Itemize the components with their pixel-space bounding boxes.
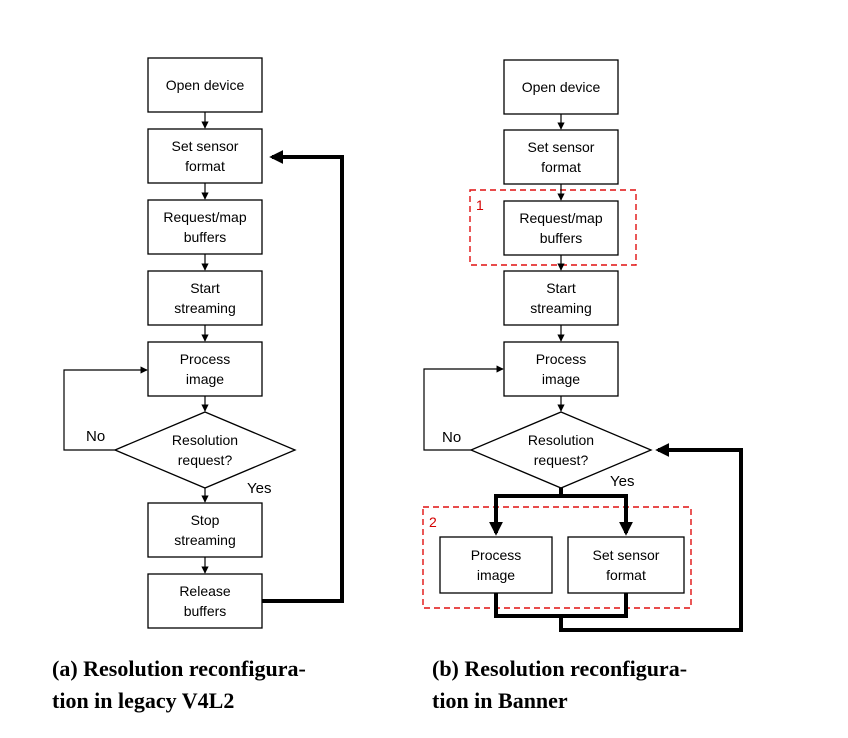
legacy-flowchart: Open device Set sensor format Request/ma… [63,57,344,629]
banner-no-label: No [442,429,461,446]
legacy-process-label-1: Process [180,351,231,367]
legacy-stop-label-2: streaming [174,532,235,548]
legacy-set-format-node: Set sensor format [147,128,263,184]
banner-process-label-1: Process [536,351,587,367]
legacy-request-label-2: buffers [184,229,227,245]
legacy-start-label-1: Start [190,280,220,296]
banner-start-label-2: streaming [530,300,591,316]
banner-par-process-label-1: Process [471,547,522,563]
banner-region-2 [422,506,692,609]
banner-set-format-label-2: format [541,159,581,175]
banner-edge-decision-no-loop [423,365,504,451]
legacy-release-label-1: Release [179,583,231,599]
banner-caption-line-1: (b) Resolution reconfigura- [432,656,687,681]
legacy-request-label-1: Request/map [163,209,246,225]
banner-parallel-format-node: Set sensor format [567,536,685,594]
banner-open-device-node: Open device [503,59,619,115]
banner-start-streaming-node: Start streaming [503,270,619,326]
legacy-caption: (a) Resolution reconfigura- tion in lega… [52,656,306,713]
banner-request-label-1: Request/map [519,210,602,226]
banner-edge-join-to-decision-loop [559,443,743,632]
legacy-open-device-node: Open device [147,57,263,113]
banner-region-2-label: 2 [429,514,437,530]
legacy-process-label-2: image [186,371,224,387]
legacy-open-device-label: Open device [166,77,245,93]
legacy-process-image-node: Process image [147,341,263,397]
banner-parallel-process-node: Process image [439,536,553,594]
legacy-set-format-label-2: format [185,158,225,174]
legacy-no-label: No [86,428,105,445]
banner-flowchart: Open device Set sensor format Request/ma… [422,59,743,632]
banner-par-format-label-2: format [606,567,646,583]
legacy-decision-label-2: request? [178,452,233,468]
legacy-request-buffers-node: Request/map buffers [147,199,263,255]
banner-region-1-label: 1 [476,197,484,213]
legacy-edge-release-to-format-loop [262,150,344,603]
banner-request-buffers-node: Request/map buffers [503,200,619,256]
banner-process-label-2: image [542,371,580,387]
legacy-caption-line-2: tion in legacy V4L2 [52,688,234,713]
banner-edge-parallel-join [494,593,628,618]
banner-edge-yes-to-process [489,488,563,536]
banner-open-device-label: Open device [522,79,601,95]
banner-par-process-label-2: image [477,567,515,583]
legacy-release-buffers-node: Release buffers [147,573,263,629]
banner-decision-label-1: Resolution [528,432,594,448]
banner-process-image-node: Process image [503,341,619,397]
legacy-release-label-2: buffers [184,603,227,619]
banner-set-format-node: Set sensor format [503,129,619,185]
legacy-edge-decision-no-loop [63,366,148,451]
legacy-decision-label-1: Resolution [172,432,238,448]
legacy-start-streaming-node: Start streaming [147,270,263,326]
legacy-yes-label: Yes [247,480,271,497]
banner-set-format-label-1: Set sensor [528,139,595,155]
banner-caption-line-2: tion in Banner [432,688,568,713]
banner-caption: (b) Resolution reconfigura- tion in Bann… [432,656,687,713]
legacy-caption-line-1: (a) Resolution reconfigura- [52,656,306,681]
banner-request-label-2: buffers [540,230,583,246]
legacy-decision-node: Resolution request? [113,411,297,489]
banner-decision-label-2: request? [534,452,589,468]
banner-edge-yes-to-format [561,494,633,536]
legacy-stop-streaming-node: Stop streaming [147,502,263,558]
banner-par-format-label-1: Set sensor [593,547,660,563]
banner-region-1 [469,189,637,266]
legacy-set-format-label-1: Set sensor [172,138,239,154]
banner-start-label-1: Start [546,280,576,296]
legacy-start-label-2: streaming [174,300,235,316]
banner-yes-label: Yes [610,473,634,490]
legacy-stop-label-1: Stop [191,512,220,528]
